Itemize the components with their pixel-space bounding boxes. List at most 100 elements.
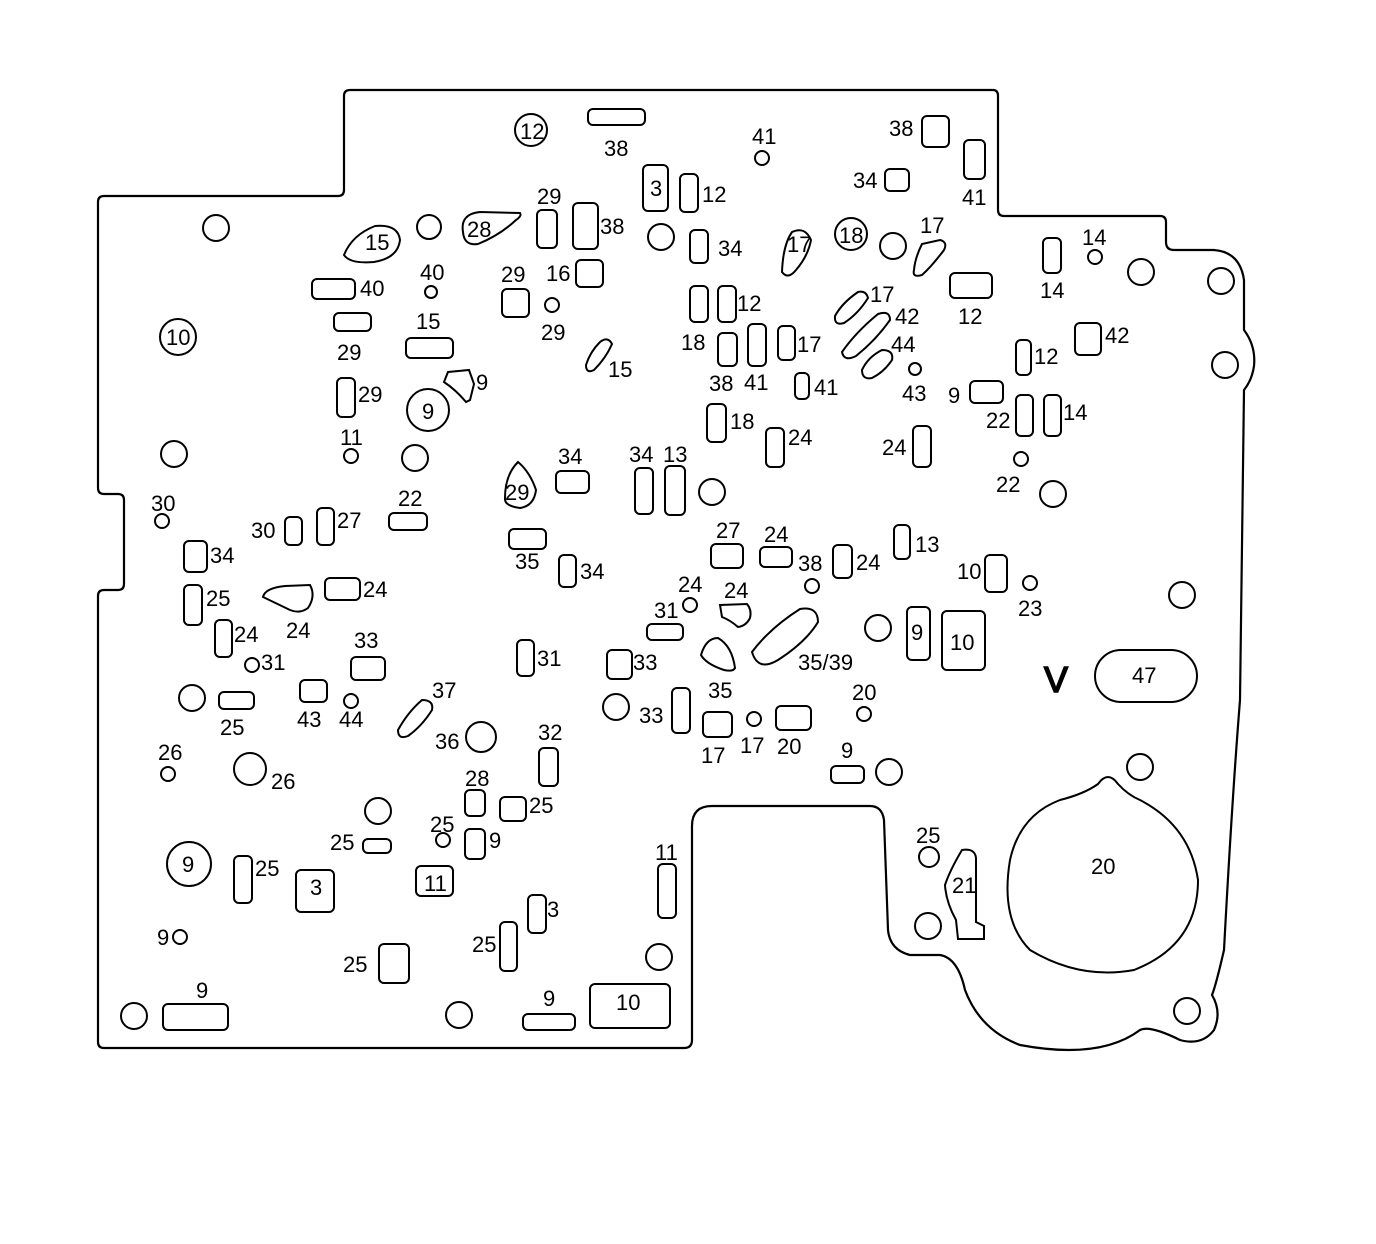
rect-orifices <box>162 108 1102 1031</box>
rect-orifice <box>664 465 686 516</box>
orifice-label: 43 <box>902 381 926 406</box>
orifice-label: 14 <box>1082 225 1106 250</box>
orifice-label: 15 <box>365 230 389 255</box>
irregular-orifice <box>750 607 820 666</box>
orifice-label: 24 <box>363 577 387 602</box>
rect-orifice <box>464 828 486 860</box>
bolt-hole <box>1173 997 1201 1025</box>
orifice-label: 24 <box>234 622 258 647</box>
bolt-hole <box>875 758 903 786</box>
rect-orifice <box>794 372 810 400</box>
rect-orifice <box>522 1013 576 1031</box>
small-orifice <box>682 597 698 613</box>
small-orifice <box>1013 451 1029 467</box>
orifice-label: 11 <box>655 840 678 865</box>
orifice-label: 31 <box>537 646 561 671</box>
orifice-label: 18 <box>839 223 863 248</box>
orifice-label: 20 <box>1091 854 1115 879</box>
orifice-label: 20 <box>777 734 801 759</box>
rect-orifice <box>218 691 255 710</box>
rect-orifice <box>362 838 392 854</box>
orifice-label: 34 <box>718 236 742 261</box>
rect-orifice <box>527 894 547 934</box>
rect-orifice <box>388 512 428 531</box>
rect-orifice <box>657 863 677 919</box>
small-orifice <box>918 846 940 868</box>
orifice-label: 9 <box>476 370 488 395</box>
orifice-label: 26 <box>158 740 182 765</box>
bolt-hole <box>698 478 726 506</box>
orifice-label: 40 <box>420 260 444 285</box>
orifice-label: 25 <box>472 932 496 957</box>
orifice-label: 22 <box>996 472 1020 497</box>
bolt-hole <box>1168 581 1196 609</box>
orifice-label: 3 <box>310 875 322 900</box>
orifice-label: 15 <box>416 309 440 334</box>
orifice-label: 3 <box>547 897 559 922</box>
irregular-orifice <box>584 338 614 373</box>
rect-orifice <box>832 544 853 579</box>
bolt-hole <box>1126 753 1154 781</box>
circled-orifice <box>233 752 267 786</box>
irregular-orifice <box>699 636 737 672</box>
rect-orifice <box>499 796 527 822</box>
bolt-holes <box>120 214 1239 1030</box>
rect-orifice <box>893 524 911 560</box>
small-orifice <box>343 693 359 709</box>
orifice-label: 33 <box>639 703 663 728</box>
irregular-orifice <box>342 224 402 264</box>
orifice-label: 25 <box>343 952 367 977</box>
orifice-label: 35 <box>515 549 539 574</box>
orifice-label: 9 <box>911 620 923 645</box>
orifice-label: 23 <box>1018 596 1042 621</box>
orifice-label: 25 <box>255 856 279 881</box>
rect-orifice <box>765 427 785 468</box>
orifice-label: 14 <box>1040 278 1064 303</box>
orifice-label: 25 <box>206 586 230 611</box>
orifice-label: 34 <box>853 168 877 193</box>
rect-orifice <box>777 325 796 361</box>
orifice-label: 29 <box>337 340 361 365</box>
irregular-orifice <box>912 238 947 277</box>
rect-orifice <box>405 337 454 359</box>
rect-orifice <box>555 470 590 494</box>
small-orifice <box>343 448 359 464</box>
orifice-label: 32 <box>538 720 562 745</box>
orifice-label: 22 <box>398 486 422 511</box>
bolt-hole <box>1211 351 1239 379</box>
rect-orifice <box>464 789 486 817</box>
orifice-label: 41 <box>814 375 838 400</box>
orifice-label: 9 <box>543 986 555 1011</box>
small-orifice <box>172 929 188 945</box>
rect-orifice <box>333 312 372 332</box>
orifice-label: 31 <box>654 598 678 623</box>
orifice-label: 18 <box>730 409 754 434</box>
orifice-label: 41 <box>744 370 768 395</box>
orifice-label: 10 <box>957 559 981 584</box>
rect-orifice <box>316 507 335 546</box>
rect-orifice <box>906 606 931 661</box>
orifice-label: 9 <box>489 828 501 853</box>
orifice-label: 28 <box>467 217 491 242</box>
orifice-label: 22 <box>986 408 1010 433</box>
rect-orifice <box>575 259 604 288</box>
bolt-hole <box>416 214 442 240</box>
orifice-label: 24 <box>678 572 702 597</box>
bolt-hole <box>647 223 675 251</box>
rect-orifice <box>558 554 577 588</box>
bolt-hole <box>645 943 673 971</box>
orifice-label: 37 <box>432 678 456 703</box>
rect-orifice <box>324 577 361 601</box>
rect-orifice <box>747 323 767 367</box>
orifice-label: 10 <box>950 630 974 655</box>
rect-orifice <box>295 869 335 913</box>
rect-orifice <box>646 623 684 641</box>
rect-orifice <box>884 168 910 192</box>
circled-orifice <box>465 721 497 753</box>
orifice-label: 9 <box>422 399 434 424</box>
bolt-hole <box>202 214 230 242</box>
orifice-label: 17 <box>920 213 944 238</box>
